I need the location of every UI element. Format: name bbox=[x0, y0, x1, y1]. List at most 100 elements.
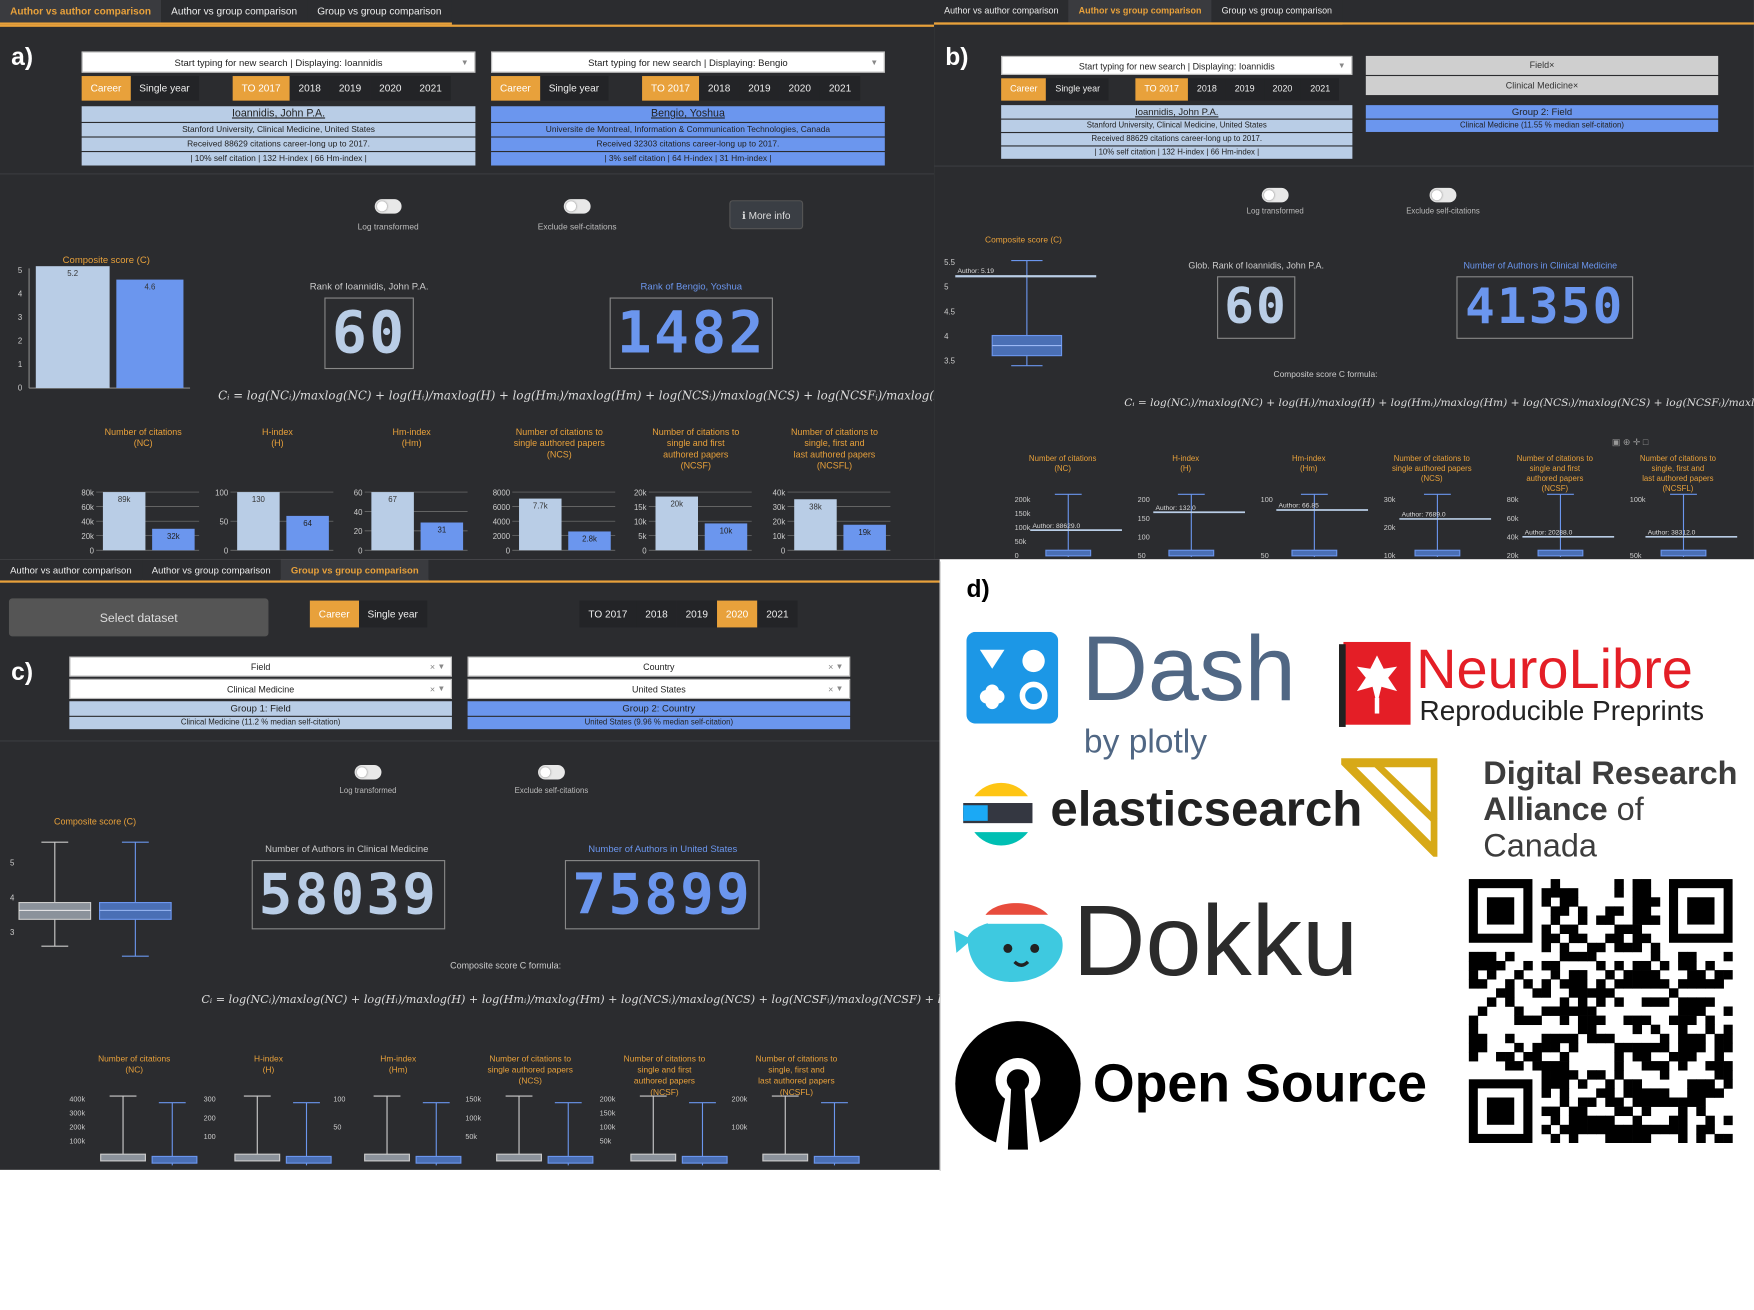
year-button[interactable]: TO 2017 bbox=[642, 76, 699, 101]
single-year-button[interactable]: Single year bbox=[1046, 78, 1110, 101]
search-dropdown-1[interactable]: Start typing for new search | Displaying… bbox=[81, 51, 476, 73]
group-subtitle: Clinical Medicine (11.2 % median self-ci… bbox=[69, 716, 452, 730]
year-button[interactable]: TO 2017 bbox=[232, 76, 290, 101]
year-button[interactable]: 2020 bbox=[716, 600, 758, 628]
log-transform-toggle[interactable] bbox=[1261, 187, 1289, 203]
more-info-button[interactable]: ℹ More info bbox=[729, 200, 804, 230]
author-name[interactable]: Ioannidis, John P.A. bbox=[81, 106, 476, 122]
single-year-button[interactable]: Single year bbox=[358, 600, 427, 628]
year-button[interactable]: 2019 bbox=[329, 76, 371, 101]
year-selector: TO 2017 2018 2019 2020 2021 bbox=[579, 600, 798, 628]
career-button[interactable]: Career bbox=[1001, 78, 1047, 101]
career-button[interactable]: Career bbox=[491, 76, 540, 101]
exclude-self-citations-toggle[interactable] bbox=[538, 764, 565, 780]
tab-author-vs-group[interactable]: Author vs group comparison bbox=[1068, 0, 1212, 23]
tab-group-vs-group[interactable]: Group vs group comparison bbox=[1211, 0, 1343, 23]
year-button[interactable]: 2020 bbox=[370, 76, 411, 101]
bar-author-2 bbox=[152, 528, 195, 551]
tick-label: 40k bbox=[1507, 532, 1519, 541]
tab-author-vs-author[interactable]: Author vs author comparison bbox=[0, 0, 162, 23]
mode-toggle: Career Single year bbox=[309, 600, 427, 628]
log-transform-toggle[interactable] bbox=[354, 764, 382, 780]
metric-title: authored papers bbox=[633, 1075, 696, 1086]
tab-author-vs-author[interactable]: Author vs author comparison bbox=[0, 559, 142, 582]
year-button[interactable]: 2018 bbox=[636, 600, 677, 628]
log-transform-toggle[interactable] bbox=[374, 199, 402, 214]
year-button[interactable]: 2021 bbox=[410, 76, 451, 101]
tick-label: 100 bbox=[1138, 532, 1150, 541]
clear-icon[interactable]: × bbox=[429, 662, 436, 673]
year-button[interactable]: 2021 bbox=[757, 600, 798, 628]
group2-value-dropdown[interactable]: United States×▼ bbox=[467, 678, 851, 699]
clear-icon[interactable]: × bbox=[1572, 80, 1579, 91]
author-name[interactable]: Bengio, Yoshua bbox=[491, 106, 885, 122]
group1-type-dropdown[interactable]: Field×▼ bbox=[69, 656, 452, 677]
year-button[interactable]: 2020 bbox=[779, 76, 820, 101]
year-button[interactable]: 2019 bbox=[739, 76, 780, 101]
year-button[interactable]: 2018 bbox=[698, 76, 740, 101]
career-button[interactable]: Career bbox=[81, 76, 131, 101]
pan-icon[interactable]: ✛ bbox=[1632, 437, 1641, 448]
metric-title: single, first and bbox=[768, 1064, 825, 1075]
clear-icon[interactable]: × bbox=[429, 684, 436, 695]
boxplot-box bbox=[1537, 549, 1584, 557]
year-button[interactable]: TO 2017 bbox=[579, 600, 637, 628]
tab-author-vs-group[interactable]: Author vs group comparison bbox=[141, 559, 281, 582]
year-button[interactable]: 2019 bbox=[1225, 78, 1264, 101]
tab-group-vs-group[interactable]: Group vs group comparison bbox=[280, 559, 429, 582]
clear-icon[interactable]: × bbox=[1549, 60, 1555, 71]
year-button[interactable]: TO 2017 bbox=[1135, 78, 1188, 101]
exclude-self-citations-toggle[interactable] bbox=[563, 199, 591, 214]
boxplot-box bbox=[1168, 549, 1215, 557]
exclude-self-citations-toggle[interactable] bbox=[1429, 187, 1457, 203]
box-select-icon[interactable]: □ bbox=[1642, 437, 1649, 448]
tab-author-vs-group[interactable]: Author vs group comparison bbox=[161, 0, 308, 23]
tick-label: 3 bbox=[10, 928, 14, 937]
metric-title: single authored papers bbox=[487, 1064, 573, 1075]
search-dropdown[interactable]: Start typing for new search | Displaying… bbox=[1001, 55, 1353, 75]
single-year-button[interactable]: Single year bbox=[539, 76, 609, 101]
tick-label: 0 bbox=[781, 547, 786, 556]
zoom-icon[interactable]: ⊕ bbox=[1622, 437, 1631, 448]
metric-title: (NCSFL) bbox=[816, 460, 853, 471]
tick-label: 20 bbox=[354, 527, 363, 536]
boxplot-box bbox=[1660, 549, 1707, 557]
boxplot-box-group2 bbox=[151, 1155, 198, 1164]
author-name[interactable]: Ioannidis, John P.A. bbox=[1001, 105, 1353, 119]
metric-title: (NCSF) bbox=[650, 1087, 679, 1098]
tick-label: 50k bbox=[1630, 551, 1642, 559]
metric-title: Number of citations to bbox=[755, 1053, 838, 1064]
clear-icon[interactable]: × bbox=[828, 662, 834, 673]
tab-author-vs-author[interactable]: Author vs author comparison bbox=[934, 0, 1069, 23]
field-dropdown[interactable]: Field× bbox=[1365, 55, 1719, 75]
metric-title: Hm-index bbox=[1292, 455, 1326, 464]
tick-label: 1 bbox=[18, 360, 22, 369]
search-dropdown-2[interactable]: Start typing for new search | Displaying… bbox=[491, 51, 885, 73]
year-button[interactable]: 2019 bbox=[676, 600, 717, 628]
year-button[interactable]: 2018 bbox=[289, 76, 330, 101]
tick-label: 50k bbox=[1015, 537, 1027, 546]
qr-code[interactable] bbox=[1468, 879, 1733, 1144]
group1-value-dropdown[interactable]: Clinical Medicine×▼ bbox=[69, 678, 452, 699]
metric-title: Number of citations bbox=[1028, 455, 1097, 464]
group2-type-dropdown[interactable]: Country×▼ bbox=[467, 656, 851, 677]
year-button[interactable]: 2021 bbox=[1301, 78, 1340, 101]
tick-label: 300 bbox=[204, 1095, 216, 1104]
metric-title: last authored papers bbox=[793, 449, 876, 460]
year-button[interactable]: 2018 bbox=[1187, 78, 1226, 101]
select-dataset-button[interactable]: Select dataset bbox=[8, 598, 269, 637]
career-button[interactable]: Career bbox=[309, 600, 359, 628]
year-button[interactable]: 2021 bbox=[819, 76, 861, 101]
clear-icon[interactable]: × bbox=[828, 684, 834, 695]
field-value-dropdown[interactable]: Clinical Medicine× bbox=[1365, 76, 1719, 96]
metric-title: Hm-index bbox=[380, 1053, 417, 1064]
toggle-label: Exclude self-citations bbox=[537, 221, 617, 232]
camera-icon[interactable]: ▣ bbox=[1611, 437, 1621, 448]
tab-group-vs-group[interactable]: Group vs group comparison bbox=[307, 0, 452, 23]
elasticsearch-icon bbox=[963, 782, 1033, 846]
single-year-button[interactable]: Single year bbox=[130, 76, 199, 101]
bar-value: 10k bbox=[720, 526, 733, 535]
year-button[interactable]: 2020 bbox=[1263, 78, 1302, 101]
panel-label: d) bbox=[966, 574, 990, 603]
